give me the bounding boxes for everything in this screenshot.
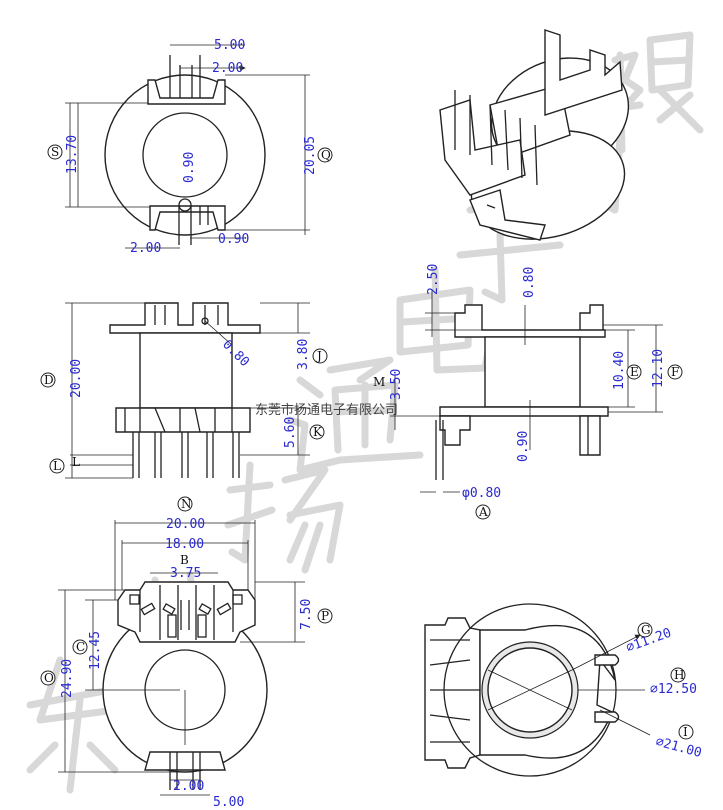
top-view-flange-outline bbox=[104, 74, 266, 236]
label-h: H bbox=[674, 668, 684, 682]
label-g: G bbox=[641, 623, 651, 637]
dim-bottom-n: 20.00 bbox=[166, 517, 205, 532]
label-k: K bbox=[313, 425, 323, 439]
side-view-top-flange bbox=[454, 304, 606, 338]
dim-bottom-o: 24.90 bbox=[60, 659, 75, 698]
side-view: 2.50 0.80 3.50 10.40 12.10 0.90 φ0.80 M … bbox=[373, 264, 683, 520]
label-e: E bbox=[630, 365, 639, 379]
dim-bottom-b: 18.00 bbox=[165, 537, 204, 552]
label-f: F bbox=[671, 365, 679, 379]
side-view-bobbin-body bbox=[484, 336, 581, 408]
isometric-view bbox=[439, 29, 630, 241]
front-view: 20.00 0.80 3.80 5.60 L D J K L bbox=[40, 302, 328, 479]
watermark-company-name: 东莞市扬通电子有限公司 bbox=[255, 402, 398, 418]
dim-center: 0.90 bbox=[182, 152, 197, 183]
label-m: M bbox=[373, 375, 385, 389]
top-view: 5.00 2.00 13.70 0.90 20.05 2.00 0.90 S Q bbox=[47, 38, 333, 256]
front-view-bobbin-body bbox=[139, 332, 233, 409]
label-q: Q bbox=[321, 148, 331, 162]
top-view-core-hole bbox=[142, 112, 228, 198]
top-view-bottom-tab bbox=[149, 205, 226, 231]
dim-bottom-right: 0.90 bbox=[218, 232, 249, 247]
label-n: N bbox=[181, 497, 192, 511]
dim-bottom-pitch: 3.75 bbox=[170, 566, 201, 581]
label-a: A bbox=[478, 505, 488, 519]
dim-top-inner: 2.00 bbox=[212, 61, 243, 76]
dim-section-h: ⌀12.50 bbox=[650, 682, 697, 697]
label-p: P bbox=[321, 609, 329, 623]
label-b: B bbox=[180, 553, 189, 567]
dim-side-top: 2.50 bbox=[426, 264, 441, 295]
dim-section-i: ⌀21.00 bbox=[654, 734, 703, 761]
side-view-bottom-flange bbox=[439, 406, 609, 417]
dim-bottom-p: 7.50 bbox=[299, 599, 314, 630]
dim-bottom-inner: 2.00 bbox=[173, 779, 204, 794]
dim-bottom-outer: 5.00 bbox=[213, 795, 244, 810]
dim-height-outer: 20.05 bbox=[303, 136, 318, 175]
top-view-top-tab bbox=[147, 79, 226, 105]
bottom-view-pin-header bbox=[117, 581, 256, 643]
side-view-pin bbox=[435, 420, 444, 480]
bottom-view: 20.00 18.00 3.75 7.50 12.45 24.90 2.00 5… bbox=[40, 496, 333, 810]
dim-side-e: 10.40 bbox=[612, 351, 627, 390]
dim-side-floor: 0.90 bbox=[516, 431, 531, 462]
dim-bottom-left: 2.00 bbox=[130, 241, 161, 256]
label-d: D bbox=[44, 373, 54, 387]
dim-front-height: 20.00 bbox=[69, 359, 84, 398]
label-s: S bbox=[51, 145, 59, 159]
letter-l: L bbox=[72, 455, 80, 469]
dim-front-pin-len: 5.60 bbox=[283, 417, 298, 448]
label-o: O bbox=[44, 671, 54, 685]
front-view-bottom-flange bbox=[115, 407, 251, 433]
dim-height-inner: 13.70 bbox=[65, 135, 80, 174]
label-l: L bbox=[53, 459, 61, 473]
front-view-top-flange bbox=[109, 302, 261, 334]
front-view-pins bbox=[132, 432, 240, 478]
label-i: I bbox=[683, 725, 688, 739]
dim-side-f: 12.10 bbox=[651, 349, 666, 388]
dim-side-m: 3.50 bbox=[389, 369, 404, 400]
dim-side-pin: φ0.80 bbox=[462, 486, 501, 501]
dim-bottom-c: 12.45 bbox=[88, 631, 103, 670]
dim-top-outer: 5.00 bbox=[214, 38, 245, 53]
section-view: ⌀11.20 ⌀12.50 ⌀21.00 G H I bbox=[424, 603, 703, 777]
label-j: J bbox=[315, 349, 322, 363]
dim-front-flange: 3.80 bbox=[296, 339, 311, 370]
dim-side-wall: 0.80 bbox=[522, 267, 537, 298]
label-c: C bbox=[76, 640, 85, 654]
